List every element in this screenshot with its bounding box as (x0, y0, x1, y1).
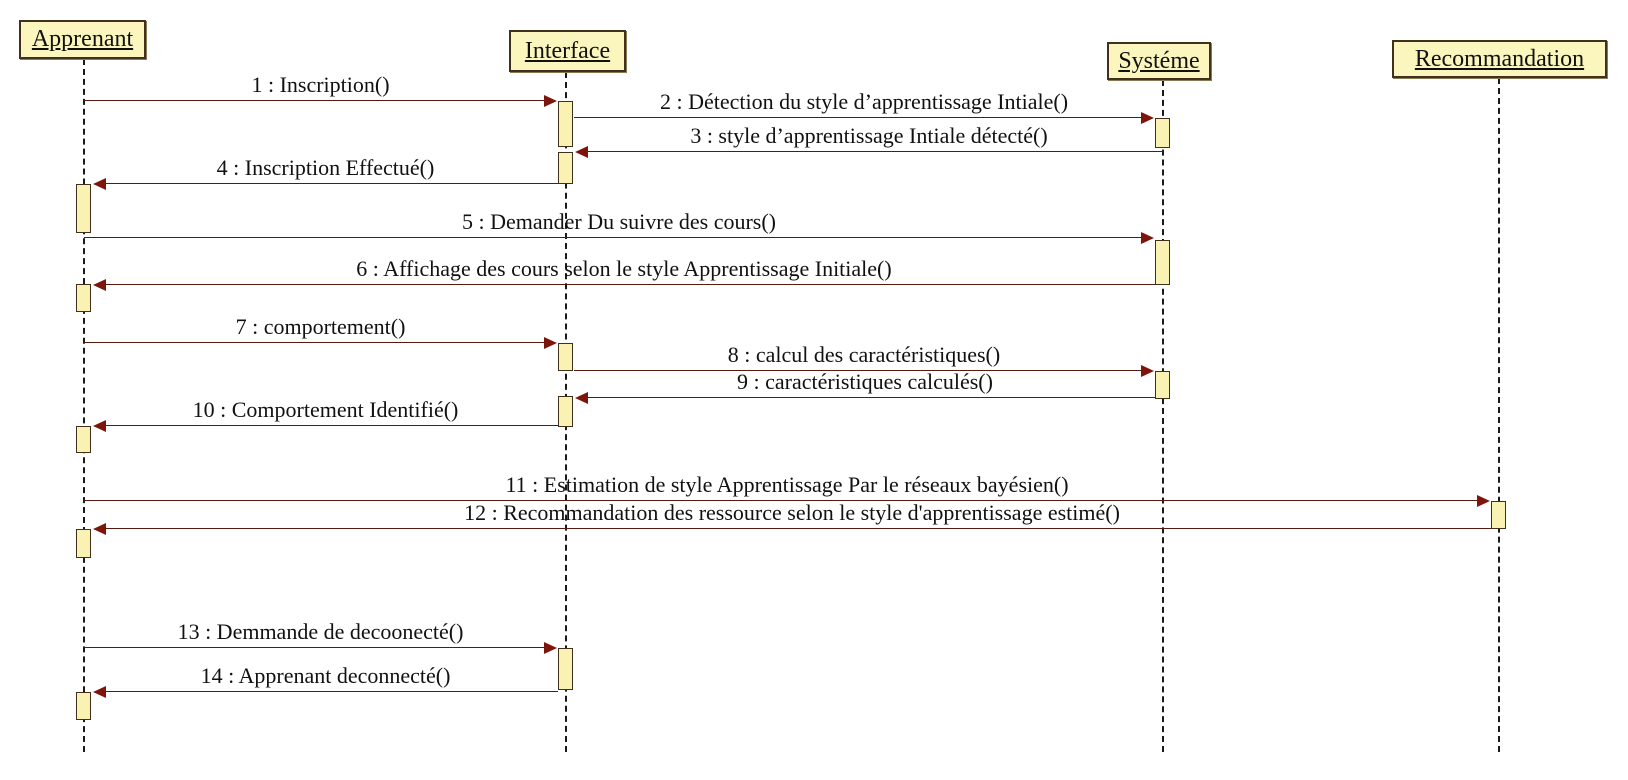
activation-bar-apprenant (76, 529, 91, 558)
message-label-8: 8 : calcul des caractéristiques() (727, 342, 1001, 367)
message-line-11 (84, 500, 1477, 501)
arrow-right-icon-5 (1141, 232, 1154, 244)
lifeline-systeme (1162, 80, 1164, 752)
lifeline-head-label-recommandation: Recommandation (1414, 45, 1585, 72)
arrow-right-icon-11 (1477, 495, 1490, 507)
message-label-5: 5 : Demander Du suivre des cours() (461, 209, 777, 234)
message-line-4 (106, 183, 558, 184)
message-line-1 (84, 100, 544, 101)
arrow-right-icon-2 (1141, 112, 1154, 124)
message-line-2 (574, 117, 1141, 118)
message-label-12: 12 : Recommandation des ressource selon … (464, 500, 1120, 525)
arrow-left-icon-10 (93, 420, 106, 432)
message-line-10 (106, 425, 558, 426)
message-line-13 (84, 647, 544, 648)
activation-bar-systeme (1155, 371, 1170, 399)
lifeline-head-label-interface: Interface (524, 37, 611, 64)
activation-bar-recommandation (1491, 501, 1506, 529)
lifeline-head-label-apprenant: Apprenant (31, 26, 134, 52)
lifeline-apprenant (83, 59, 85, 752)
arrow-left-icon-12 (93, 523, 106, 535)
lifeline-head-apprenant: Apprenant (19, 20, 146, 59)
message-label-10: 10 : Comportement Identifié() (192, 397, 459, 422)
lifeline-head-systeme: Systéme (1107, 42, 1211, 80)
message-label-1: 1 : Inscription() (251, 72, 390, 97)
message-label-2: 2 : Détection du style d’apprentissage I… (659, 89, 1069, 114)
arrow-left-icon-4 (93, 178, 106, 190)
activation-bar-systeme (1155, 118, 1170, 148)
arrow-left-icon-6 (93, 279, 106, 291)
message-line-8 (574, 370, 1141, 371)
arrow-left-icon-3 (575, 146, 588, 158)
arrow-right-icon-7 (544, 337, 557, 349)
message-label-11: 11 : Estimation de style Apprentissage P… (505, 472, 1069, 497)
message-label-13: 13 : Demmande de decoonecté() (177, 619, 464, 644)
message-label-7: 7 : comportement() (235, 314, 406, 339)
lifeline-head-recommandation: Recommandation (1392, 40, 1607, 78)
activation-bar-interface (558, 343, 573, 371)
lifeline-head-label-systeme: Systéme (1118, 47, 1200, 74)
activation-bar-interface (558, 101, 573, 147)
message-label-4: 4 : Inscription Effectué() (216, 155, 435, 180)
lifeline-recommandation (1498, 78, 1500, 752)
message-line-14 (106, 691, 558, 692)
activation-bar-apprenant (76, 692, 91, 720)
message-label-6: 6 : Affichage des cours selon le style A… (356, 256, 892, 281)
message-line-7 (84, 342, 544, 343)
activation-bar-apprenant (76, 184, 91, 233)
message-label-9: 9 : caractéristiques calculés() (737, 369, 993, 394)
activation-bar-interface (558, 396, 573, 427)
activation-bar-apprenant (76, 426, 91, 453)
message-label-14: 14 : Apprenant deconnecté() (200, 663, 451, 688)
activation-bar-interface (558, 152, 573, 184)
arrow-left-icon-9 (575, 392, 588, 404)
activation-bar-systeme (1155, 240, 1170, 285)
arrow-right-icon-1 (544, 95, 557, 107)
message-line-9 (588, 397, 1155, 398)
message-line-3 (588, 151, 1163, 152)
arrow-left-icon-14 (93, 686, 106, 698)
lifeline-head-interface: Interface (509, 30, 626, 72)
message-label-3: 3 : style d’apprentissage Intiale détect… (690, 123, 1048, 148)
activation-bar-interface (558, 648, 573, 690)
arrow-right-icon-8 (1141, 365, 1154, 377)
message-line-5 (84, 237, 1141, 238)
message-line-6 (106, 284, 1155, 285)
arrow-right-icon-13 (544, 642, 557, 654)
activation-bar-apprenant (76, 284, 91, 312)
message-line-12 (106, 528, 1491, 529)
